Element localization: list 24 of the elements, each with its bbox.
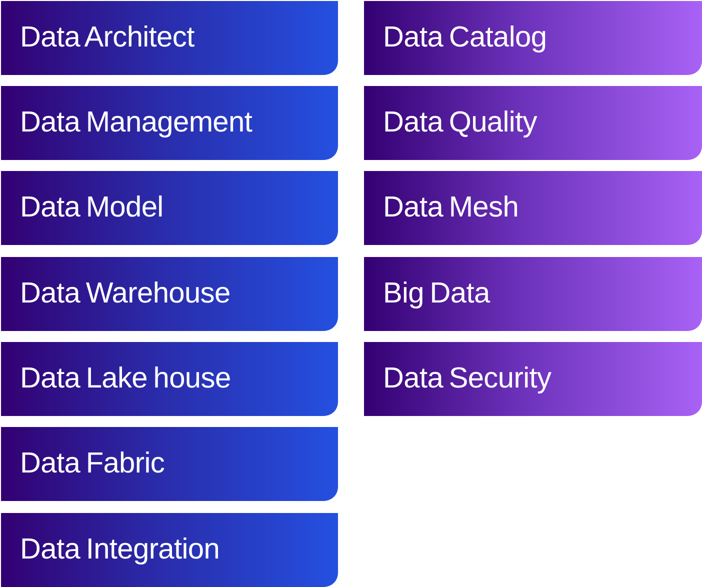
tile-label: Data Integration xyxy=(20,533,220,567)
tile-label: Data Quality xyxy=(383,106,537,140)
tile-label: Data Management xyxy=(20,106,252,140)
term-tile xyxy=(364,86,702,160)
tile-label: Data Architect xyxy=(20,21,194,55)
tile-label: Data Mesh xyxy=(383,191,519,225)
tile-label: Data Lake house xyxy=(20,362,231,396)
term-tile xyxy=(364,1,702,75)
term-tile xyxy=(364,342,702,416)
tile-label: Data Security xyxy=(383,362,552,396)
term-tile xyxy=(1,257,338,331)
term-tile xyxy=(1,86,338,160)
tile-label: Data Warehouse xyxy=(20,277,230,311)
term-tile xyxy=(1,427,338,501)
term-tile xyxy=(1,171,338,245)
term-tile xyxy=(1,1,338,75)
tile-label: Data Catalog xyxy=(383,21,547,55)
term-tile xyxy=(364,257,702,331)
term-tile xyxy=(364,171,702,245)
tile-label: Data Model xyxy=(20,191,164,225)
term-tile xyxy=(1,342,338,416)
tile-label: Data Fabric xyxy=(20,447,165,481)
term-tile xyxy=(1,513,338,587)
tile-label: Big Data xyxy=(383,277,490,311)
